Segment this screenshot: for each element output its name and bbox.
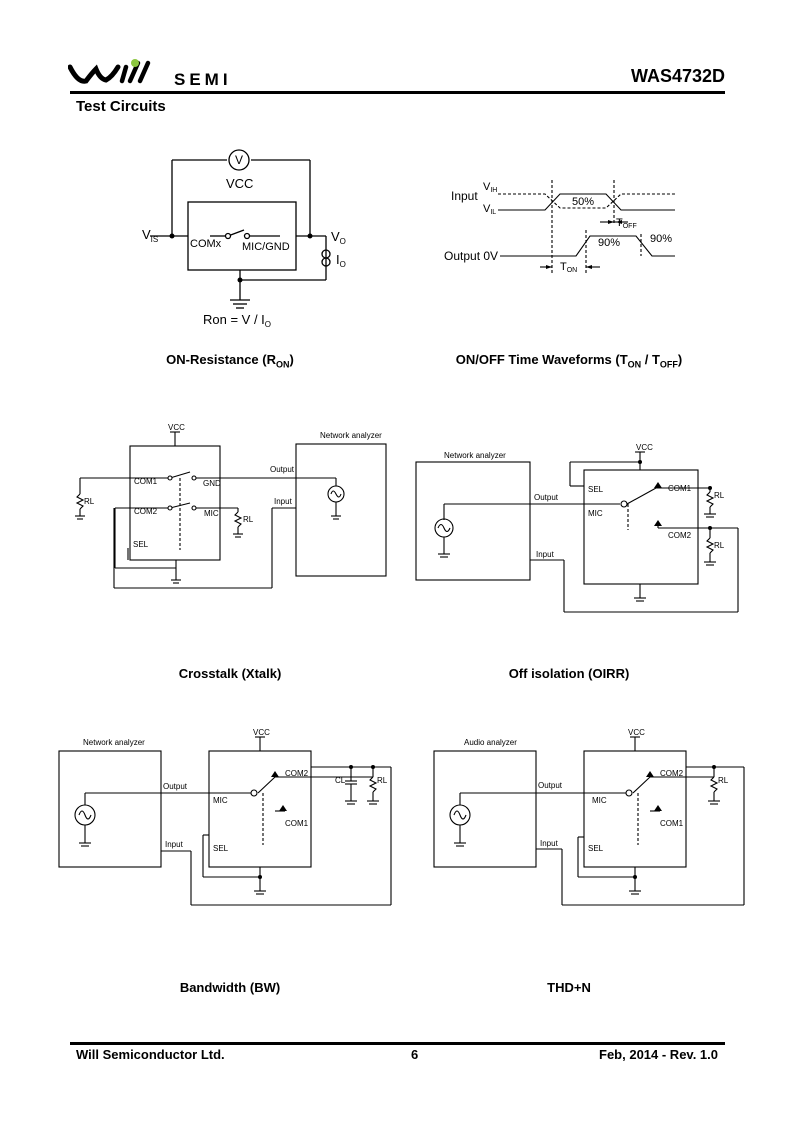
svg-text:COM2: COM2 xyxy=(668,531,692,540)
svg-text:VIH: VIH xyxy=(483,181,497,194)
svg-text:MIC: MIC xyxy=(592,796,607,805)
svg-text:VCC: VCC xyxy=(253,728,270,737)
svg-text:VIL: VIL xyxy=(483,203,496,216)
svg-text:VCC: VCC xyxy=(168,423,185,432)
svg-text:COM1: COM1 xyxy=(668,484,692,493)
caption-ron: ON-Resistance (RON) xyxy=(166,352,294,370)
svg-text:SEL: SEL xyxy=(588,844,604,853)
svg-text:RL: RL xyxy=(243,515,254,524)
svg-text:RL: RL xyxy=(377,776,388,785)
svg-text:50%: 50% xyxy=(572,196,594,208)
svg-text:VCC: VCC xyxy=(636,443,653,452)
caption-crosstalk: Crosstalk (Xtalk) xyxy=(178,666,282,681)
header-divider xyxy=(70,91,725,94)
svg-text:COM1: COM1 xyxy=(660,819,684,828)
caption-isolation: Off isolation (OIRR) xyxy=(508,666,630,681)
page-number: 6 xyxy=(411,1047,419,1062)
svg-text:Ron = V / IO: Ron = V / IO xyxy=(203,312,271,329)
svg-text:SEL: SEL xyxy=(213,844,229,853)
svg-text:MIC: MIC xyxy=(588,509,603,518)
footer-divider xyxy=(70,1042,725,1045)
caption-bandwidth: Bandwidth (BW) xyxy=(179,980,281,995)
svg-text:RL: RL xyxy=(714,491,725,500)
logo-text: SEMI xyxy=(174,70,232,89)
crosstalk-circuit: VCC Network analyzer COM1 GND COM2 MIC S… xyxy=(75,423,387,589)
micgnd-label: MIC/GND xyxy=(242,241,290,253)
caption-timing: ON/OFF Time Waveforms (TON / TOFF) xyxy=(455,352,683,370)
footer-company: Will Semiconductor Ltd. xyxy=(76,1047,225,1062)
svg-text:COM1: COM1 xyxy=(285,819,309,828)
logo-dot xyxy=(131,59,139,67)
svg-text:Output: Output xyxy=(534,493,559,502)
svg-text:COM2: COM2 xyxy=(134,507,158,516)
caption-thd: THD+N xyxy=(547,980,591,995)
svg-text:Output: Output xyxy=(538,781,563,790)
volt-meter-label: V xyxy=(235,153,243,167)
timing-waveforms: Input VIH VIL 50% TOFF 90% 90% Output 0V… xyxy=(444,180,675,274)
svg-text:VO: VO xyxy=(331,229,346,246)
svg-text:Network analyzer: Network analyzer xyxy=(320,431,382,440)
svg-text:TOFF: TOFF xyxy=(616,217,637,230)
svg-text:MIC: MIC xyxy=(213,796,228,805)
svg-text:CL: CL xyxy=(335,776,346,785)
thd-circuit: VCC Audio analyzer COM2 RL MIC COM1 SEL … xyxy=(433,728,745,906)
svg-text:RL: RL xyxy=(714,541,725,550)
isolation-circuit: VCC Network analyzer SEL COM1 MIC COM2 R… xyxy=(415,443,739,613)
svg-text:COM1: COM1 xyxy=(134,477,158,486)
svg-text:RL: RL xyxy=(84,497,95,506)
svg-text:Input: Input xyxy=(274,497,293,506)
svg-text:SEL: SEL xyxy=(133,540,149,549)
svg-text:Audio analyzer: Audio analyzer xyxy=(464,738,517,747)
svg-text:Input: Input xyxy=(451,189,478,203)
footer-date-rev: Feb, 2014 - Rev. 1.0 xyxy=(599,1047,718,1062)
svg-text:90%: 90% xyxy=(598,237,620,249)
bandwidth-circuit: VCC Network analyzer COM2 CL RL MIC COM1… xyxy=(58,728,392,906)
svg-text:VCC: VCC xyxy=(628,728,645,737)
svg-text:Output: Output xyxy=(163,782,188,791)
svg-text:Output: Output xyxy=(270,465,295,474)
part-number: WAS4732D xyxy=(630,66,725,86)
ron-circuit: V VCC VIS COMx MIC/GND VO IO Ron = V / I… xyxy=(142,149,346,329)
svg-text:VIS: VIS xyxy=(142,227,158,244)
svg-text:MIC: MIC xyxy=(204,509,219,518)
svg-text:Output 0V: Output 0V xyxy=(444,249,498,263)
svg-text:Network analyzer: Network analyzer xyxy=(83,738,145,747)
svg-text:Input: Input xyxy=(165,840,184,849)
svg-text:RL: RL xyxy=(718,776,729,785)
section-title: Test Circuits xyxy=(76,98,166,115)
svg-text:Network analyzer: Network analyzer xyxy=(444,451,506,460)
svg-text:IO: IO xyxy=(336,252,346,269)
svg-text:COM2: COM2 xyxy=(660,769,684,778)
svg-text:TON: TON xyxy=(560,261,577,274)
svg-text:SEL: SEL xyxy=(588,485,604,494)
svg-text:Input: Input xyxy=(540,839,559,848)
vcc-label: VCC xyxy=(226,176,253,191)
company-logo: SEMI xyxy=(68,59,232,89)
svg-text:Input: Input xyxy=(536,550,555,559)
svg-text:90%: 90% xyxy=(650,233,672,245)
comx-label: COMx xyxy=(190,238,222,250)
svg-text:COM2: COM2 xyxy=(285,769,309,778)
svg-text:GND: GND xyxy=(203,479,221,488)
